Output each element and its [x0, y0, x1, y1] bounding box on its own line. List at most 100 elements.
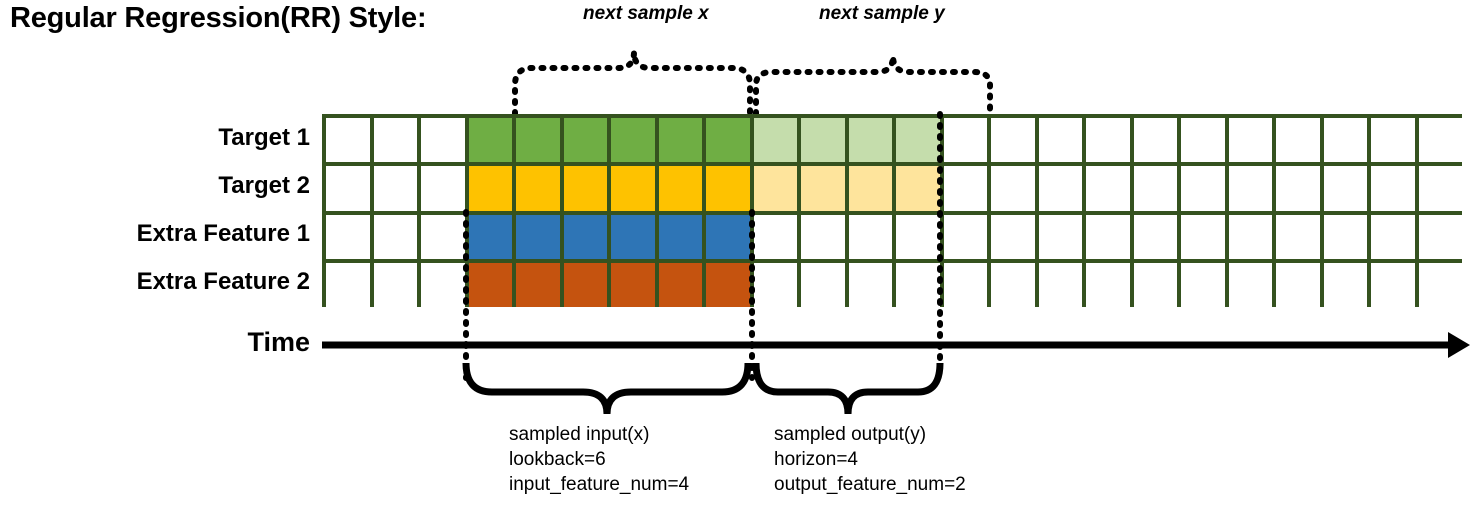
grid-cell-empty	[801, 214, 845, 259]
grid-cell-empty	[848, 214, 892, 259]
grid-cell-empty	[373, 118, 417, 163]
grid-cell-empty	[991, 118, 1035, 163]
grid-cell-horizon	[896, 118, 940, 163]
grid-cell-empty	[1276, 166, 1320, 211]
row-label-target-2: Target 2	[218, 172, 310, 199]
row-label-extra-feature-2: Extra Feature 2	[136, 268, 310, 295]
grid-cell-empty	[1086, 262, 1130, 307]
grid-cell-empty	[1276, 214, 1320, 259]
grid-cell-empty	[943, 118, 987, 163]
grid-cell-empty	[896, 214, 940, 259]
time-axis-label: Time	[247, 327, 310, 357]
grid-cell-lookback	[658, 262, 702, 307]
grid-cell-empty	[1323, 166, 1367, 211]
grid-cell-empty	[1228, 214, 1272, 259]
grid-cell-lookback	[611, 166, 655, 211]
grid-cell-empty	[1323, 262, 1367, 307]
grid-cell-empty	[326, 214, 370, 259]
grid-cell-empty	[1371, 118, 1415, 163]
grid-cell-empty	[373, 262, 417, 307]
grid-cell-empty	[943, 214, 987, 259]
grid-cell-lookback	[468, 262, 512, 307]
grid-cell-empty	[1181, 262, 1225, 307]
grid-cell-empty	[1038, 214, 1082, 259]
grid-cell-horizon	[801, 166, 845, 211]
grid-cell-lookback	[611, 214, 655, 259]
grid-cell-lookback	[658, 166, 702, 211]
row-label-extra-feature-1: Extra Feature 1	[136, 220, 310, 247]
grid-cell-empty	[1371, 166, 1415, 211]
grid-cell-empty	[1418, 262, 1462, 307]
grid-cell-empty	[1418, 214, 1462, 259]
grid-row	[322, 162, 1462, 211]
grid-cell-empty	[1086, 214, 1130, 259]
grid-cell-empty	[1418, 118, 1462, 163]
annotation-sampled-input-line-2: lookback=6	[509, 449, 606, 470]
grid-cell-empty	[1323, 214, 1367, 259]
grid-row	[322, 211, 1462, 259]
grid-cell-empty	[1276, 262, 1320, 307]
brace-label-next-sample-y: next sample y	[819, 3, 945, 24]
grid-cell-horizon	[753, 166, 797, 211]
grid-cell-lookback	[563, 118, 607, 163]
grid-cell-empty	[753, 262, 797, 307]
grid-cell-empty	[848, 262, 892, 307]
grid-cell-empty	[326, 118, 370, 163]
grid-cell-lookback	[516, 118, 560, 163]
timeline-grid	[322, 114, 1462, 307]
grid-cell-lookback	[658, 118, 702, 163]
grid-cell-lookback	[706, 118, 750, 163]
grid-cell-empty	[1181, 166, 1225, 211]
annotation-sampled-input-line-1: sampled input(x)	[509, 424, 650, 445]
grid-cell-empty	[1181, 118, 1225, 163]
grid-cell-horizon	[896, 166, 940, 211]
grid-cell-empty	[326, 166, 370, 211]
grid-cell-lookback	[706, 262, 750, 307]
grid-cell-empty	[421, 118, 465, 163]
annotation-sampled-input: sampled input(x) lookback=6 input_featur…	[509, 422, 689, 497]
row-label-column: Target 1 Target 2 Extra Feature 1 Extra …	[0, 114, 322, 307]
grid-cell-empty	[991, 166, 1035, 211]
annotation-sampled-output-line-1: sampled output(y)	[774, 424, 927, 445]
annotation-sampled-output-line-3: output_feature_num=2	[774, 474, 966, 495]
grid-cell-empty	[1228, 118, 1272, 163]
grid-cell-empty	[1228, 166, 1272, 211]
grid-cell-lookback	[516, 166, 560, 211]
grid-cell-lookback	[468, 166, 512, 211]
grid-cell-empty	[896, 262, 940, 307]
grid-cell-empty	[1371, 262, 1415, 307]
grid-cell-lookback	[563, 166, 607, 211]
grid-cell-empty	[1133, 262, 1177, 307]
grid-cell-empty	[943, 262, 987, 307]
row-label-target-1: Target 1	[218, 124, 310, 151]
grid-cell-lookback	[658, 214, 702, 259]
grid-cell-horizon	[848, 118, 892, 163]
brace-label-next-sample-x: next sample x	[583, 3, 709, 24]
grid-cell-empty	[421, 214, 465, 259]
grid-cell-empty	[1133, 166, 1177, 211]
grid-cell-empty	[991, 262, 1035, 307]
grid-cell-lookback	[516, 214, 560, 259]
grid-cell-empty	[1038, 262, 1082, 307]
grid-cell-empty	[373, 166, 417, 211]
grid-cell-empty	[801, 262, 845, 307]
grid-cell-lookback	[706, 166, 750, 211]
grid-cell-lookback	[611, 262, 655, 307]
grid-cell-empty	[1038, 118, 1082, 163]
grid-row	[322, 259, 1462, 307]
grid-cell-empty	[1371, 214, 1415, 259]
grid-cell-lookback	[563, 214, 607, 259]
grid-cell-empty	[943, 166, 987, 211]
grid-cell-empty	[326, 262, 370, 307]
annotation-sampled-output: sampled output(y) horizon=4 output_featu…	[774, 422, 966, 497]
grid-cell-empty	[1418, 166, 1462, 211]
grid-cell-empty	[1323, 118, 1367, 163]
grid-cell-empty	[1228, 262, 1272, 307]
grid-cell-empty	[991, 214, 1035, 259]
grid-cell-empty	[1133, 118, 1177, 163]
grid-cell-empty	[421, 166, 465, 211]
grid-cell-empty	[1086, 166, 1130, 211]
grid-cell-empty	[1276, 118, 1320, 163]
grid-cell-lookback	[706, 214, 750, 259]
